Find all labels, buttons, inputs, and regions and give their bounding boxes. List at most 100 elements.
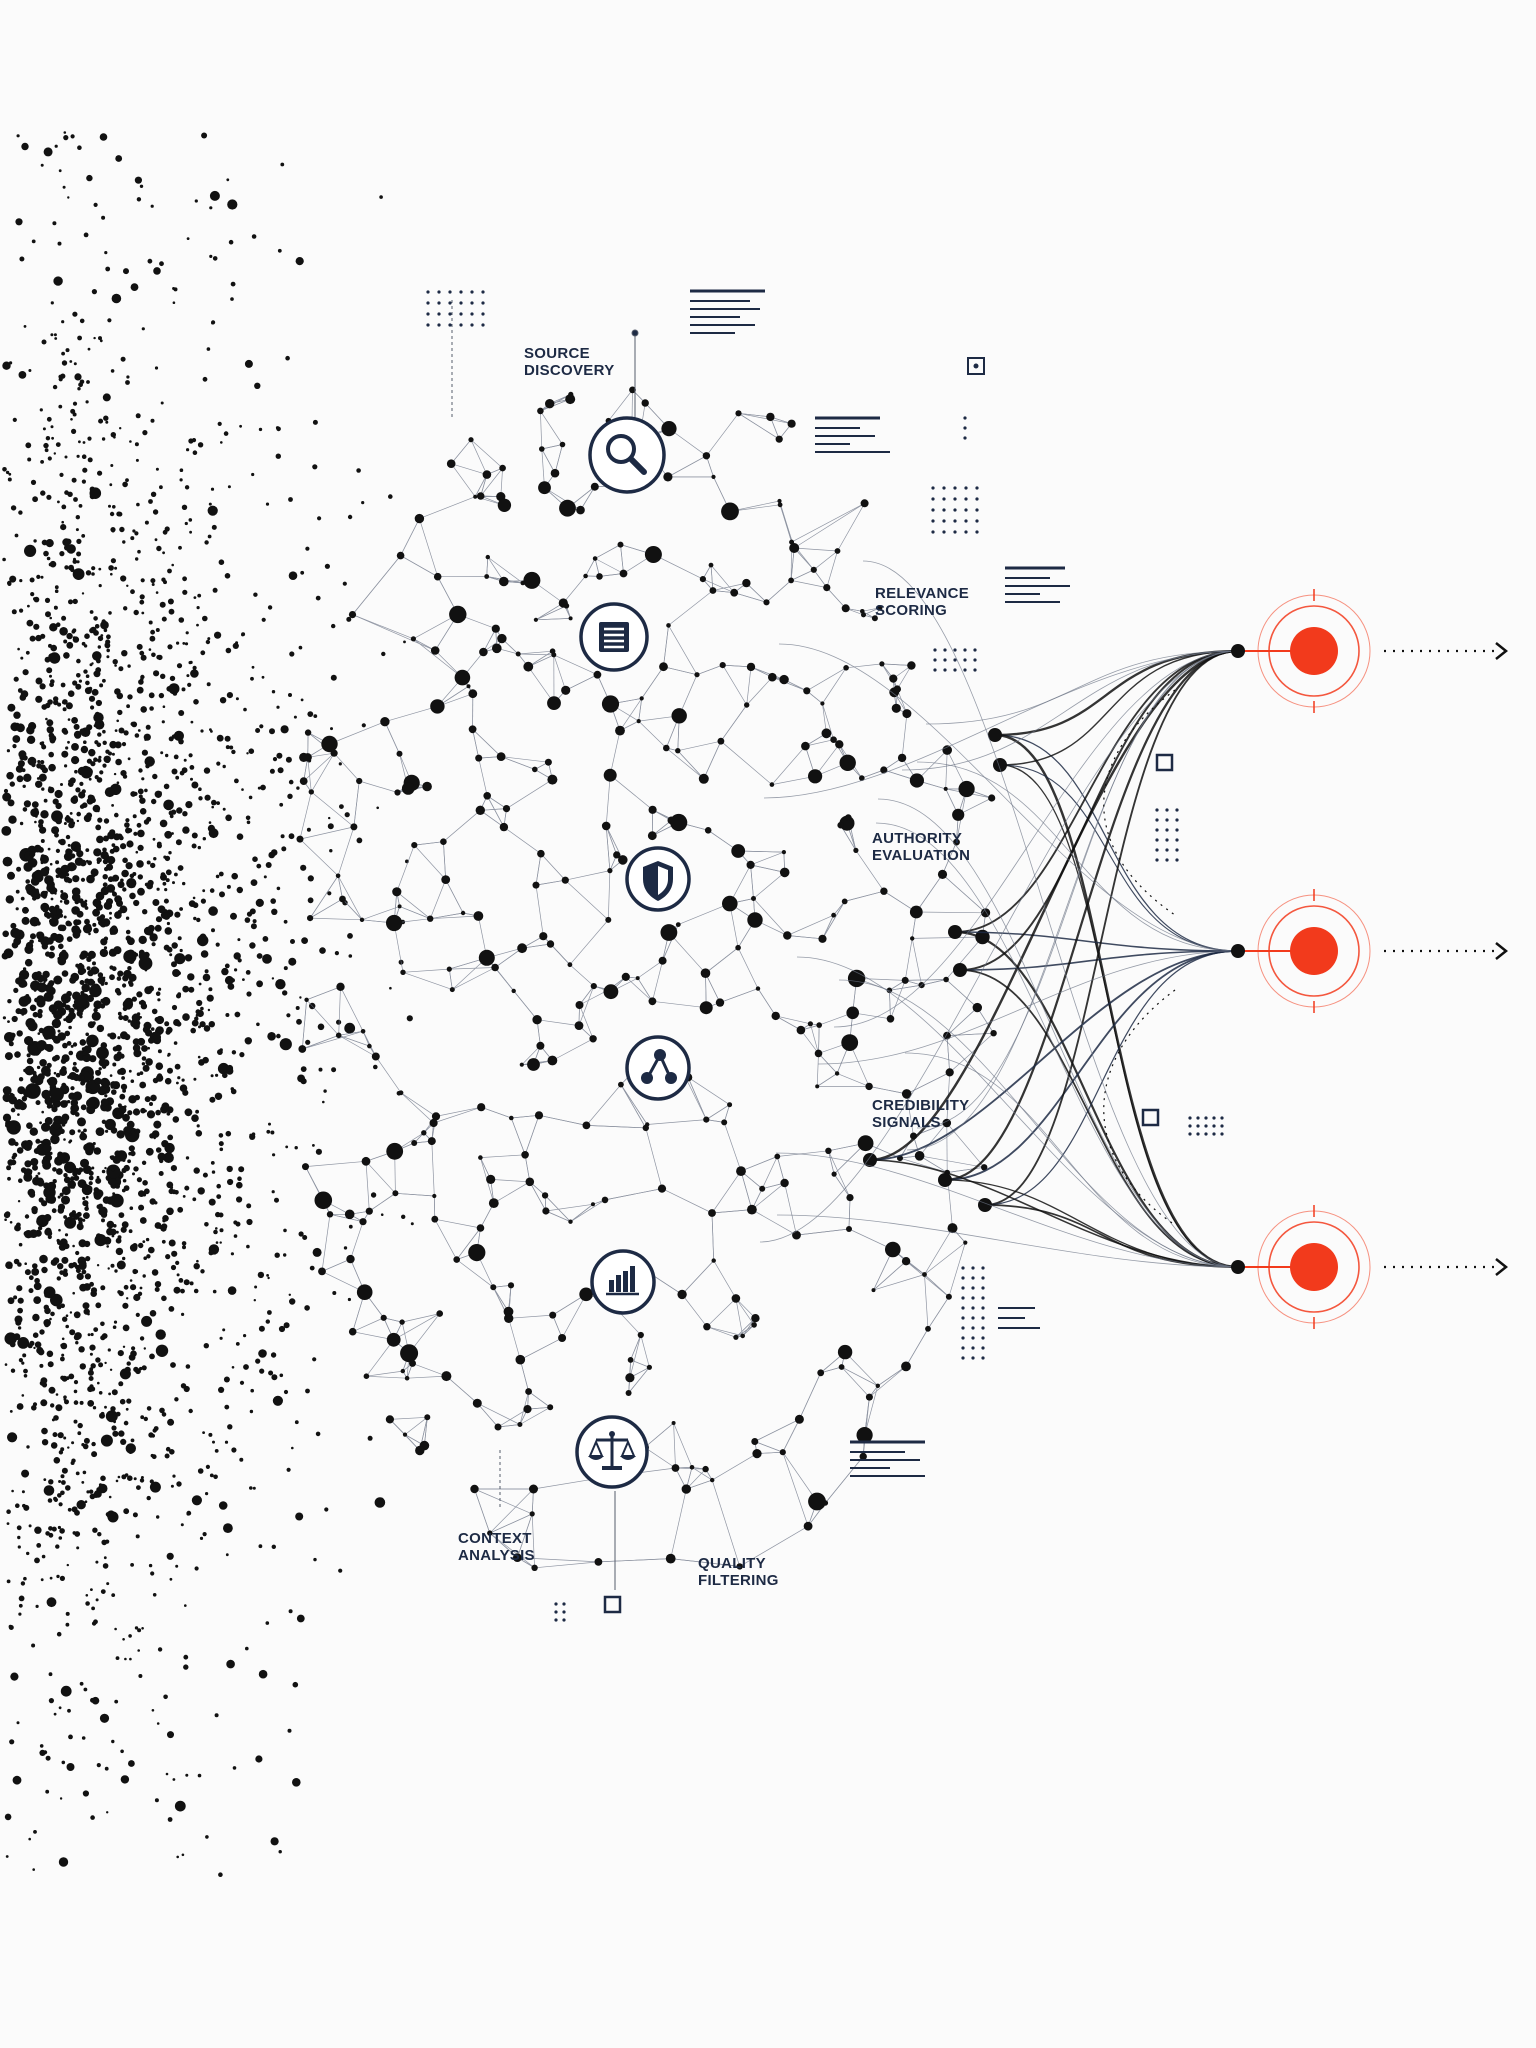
data-particle [85,859,89,863]
data-particle [41,1122,51,1132]
data-particle [106,1227,114,1236]
stage-labels: SOURCE DISCOVERY RELEVANCE SCORING AUTHO… [458,345,970,1589]
mesh-edge [668,590,714,626]
data-particle [211,928,215,933]
mesh-node [677,1289,687,1300]
data-particle [84,918,90,925]
data-particle [175,775,180,780]
mesh-edge [670,1558,740,1567]
data-particle [81,454,87,460]
data-particle [45,611,51,618]
small-square-icon [1155,753,1174,772]
data-particle [17,1200,21,1203]
data-particle [313,1557,317,1562]
mesh-node [594,1558,603,1566]
data-particle [74,373,82,381]
mesh-edge [301,999,307,1050]
data-particle [199,1536,204,1540]
data-particle [80,1075,85,1080]
data-particle [249,1486,253,1490]
data-particle [145,724,151,730]
mesh-node [823,584,831,592]
mesh-node [503,1306,514,1317]
flow-line [775,1152,1239,1268]
data-particle [17,647,20,651]
data-particle [69,976,77,984]
data-particle [64,1155,70,1162]
mesh-node [613,851,621,859]
data-particle [47,1076,58,1087]
mesh-node [449,987,455,993]
data-particle [85,680,90,686]
data-particle [209,190,220,201]
data-particle [33,1296,42,1304]
data-particle [122,1324,130,1332]
mesh-node [666,623,671,628]
grid-dot [470,290,474,294]
data-particle [198,1059,205,1066]
data-particle [267,1032,276,1041]
data-particle [48,763,56,772]
grid-dot [942,519,946,523]
mesh-node [589,1035,597,1043]
data-particle [262,954,272,964]
mesh-edge [302,1034,339,1050]
data-particle [61,504,67,510]
data-particle [123,730,129,736]
data-particle [150,862,156,869]
data-particle [53,333,57,337]
data-particle [37,1073,45,1081]
data-particle [127,1159,131,1164]
data-particle [67,1163,77,1173]
data-particle [86,956,92,962]
mesh-edge [535,618,571,621]
data-particle [76,1500,86,1510]
data-particle [84,687,92,695]
mesh-node [709,587,717,594]
data-particle [6,1579,11,1584]
data-particle [185,1364,191,1369]
mesh-edge [302,1030,364,1050]
data-particle [95,667,102,673]
data-particle [218,1501,228,1510]
data-particle [122,1638,125,1641]
label-line: EVALUATION [872,847,970,864]
data-particle [330,674,337,681]
mesh-node [661,421,677,437]
data-particle [250,879,258,886]
arrow-right-icon [1495,942,1509,960]
grid-dot [1155,838,1159,842]
mesh-node [747,912,763,928]
mesh-edge [750,864,785,873]
data-particle [37,982,47,993]
data-particle [72,1291,75,1295]
data-particle [217,421,222,426]
data-particle [7,999,12,1004]
data-particle [91,1451,98,1458]
data-particle [34,1341,42,1348]
mesh-node [576,505,585,515]
data-particle [347,1297,351,1302]
data-particle [82,1165,92,1174]
grid-dot [963,416,967,420]
grid-dot [1212,1132,1216,1136]
flow-line [796,956,1239,1268]
data-particle [188,518,193,522]
mesh-edge [400,518,420,556]
data-particle [15,218,23,226]
data-particle [114,664,117,667]
data-particle [234,968,238,972]
data-particle [109,974,115,981]
data-particle [51,810,63,823]
data-particle [190,1027,196,1034]
grid-dot [953,497,957,501]
data-particle [133,1477,137,1481]
data-particle [122,540,126,544]
data-particle [261,675,265,679]
grid-dot [971,1276,975,1280]
data-particle [177,734,181,738]
grid-dot [953,530,957,534]
data-particle [20,690,29,698]
data-particle [67,843,71,847]
mesh-edge [520,1337,563,1361]
